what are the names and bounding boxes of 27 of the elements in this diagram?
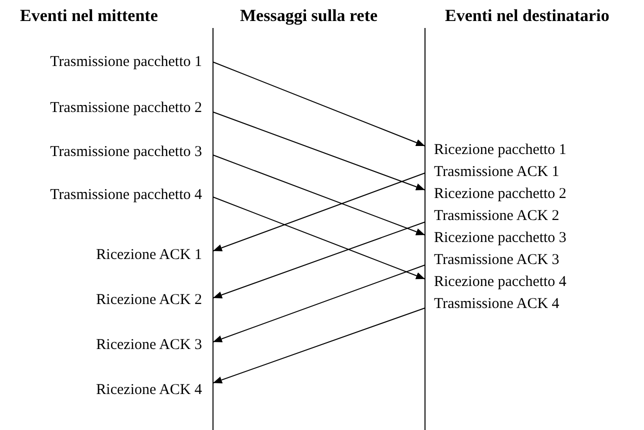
event-label: Trasmissione pacchetto 2 [50, 98, 213, 118]
event-label: Ricezione pacchetto 3 [425, 228, 566, 248]
column-header: Eventi nel mittente [20, 5, 158, 27]
arrow [212, 112, 426, 190]
column-header: Messaggi sulla rete [240, 5, 378, 27]
event-label: Trasmissione ACK 4 [425, 294, 560, 314]
event-label: Ricezione ACK 1 [96, 245, 213, 265]
event-label: Ricezione pacchetto 2 [425, 184, 566, 204]
arrow [212, 196, 426, 280]
event-label: Trasmissione pacchetto 4 [50, 185, 213, 205]
event-label: Trasmissione ACK 1 [425, 162, 560, 182]
event-label: Ricezione pacchetto 4 [425, 272, 566, 292]
event-label: Ricezione ACK 2 [96, 290, 213, 310]
event-label: Ricezione ACK 4 [96, 380, 213, 400]
event-label: Trasmissione ACK 3 [425, 250, 560, 270]
arrow [212, 222, 426, 298]
event-label: Trasmissione ACK 2 [425, 206, 560, 226]
arrow [212, 172, 426, 252]
arrow [212, 154, 426, 236]
event-label: Trasmissione pacchetto 1 [50, 52, 213, 72]
event-label: Ricezione pacchetto 1 [425, 140, 566, 160]
arrow [212, 62, 426, 146]
column-header: Eventi nel destinatario [445, 5, 610, 27]
arrow [212, 264, 426, 342]
event-label: Trasmissione pacchetto 3 [50, 142, 213, 162]
arrow [212, 308, 426, 384]
event-label: Ricezione ACK 3 [96, 335, 213, 355]
